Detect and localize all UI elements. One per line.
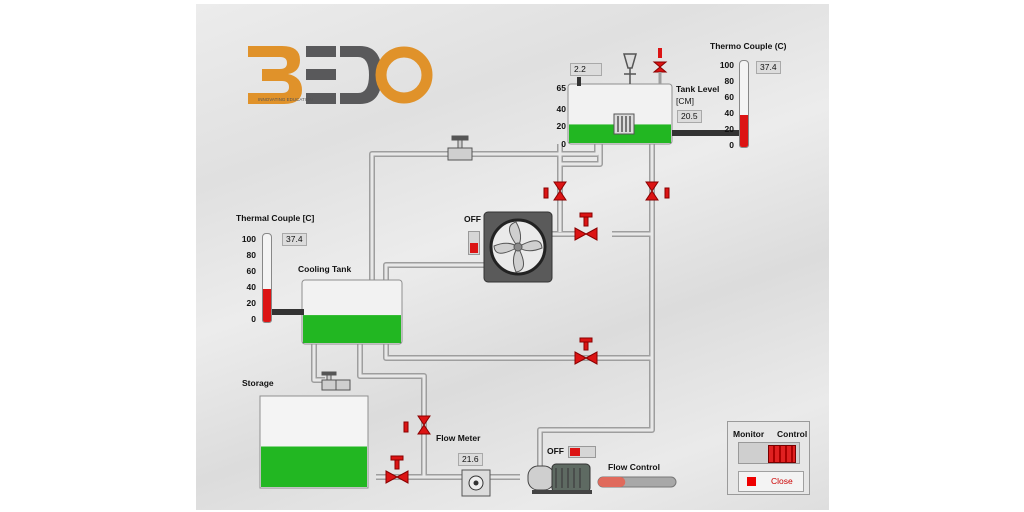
thermo-left-tick-40: 40 — [246, 282, 256, 292]
tank-tick-65: 65 — [556, 83, 566, 93]
close-button-label: Close — [771, 476, 793, 486]
logo-tagline: INNOVATING EDUCATION — [258, 97, 313, 102]
thermo-left-value: 37.4 — [282, 233, 307, 246]
vent-icon — [623, 53, 637, 84]
valve-return[interactable] — [574, 337, 598, 365]
scada-panel: INNOVATING EDUCATION — [196, 4, 829, 510]
process-diagram: INNOVATING EDUCATION — [248, 46, 744, 497]
logo-letter-b — [248, 46, 302, 104]
tank-level-unit: [CM] — [676, 96, 694, 106]
storage-label: Storage — [242, 378, 274, 388]
close-button[interactable]: Close — [738, 471, 804, 492]
tank-tick-20: 20 — [556, 121, 566, 131]
tank-level-value: 2.2 — [570, 63, 602, 76]
flow-control-fill — [598, 477, 626, 487]
valve-storage-outlet[interactable] — [385, 455, 409, 484]
thermo-left-title: Thermal Couple [C] — [236, 213, 315, 223]
flow-meter-value: 21.6 — [458, 453, 483, 466]
monitor-label: Monitor — [733, 429, 765, 439]
tank-tick-0: 0 — [561, 139, 566, 149]
thermo-left-tick-100: 100 — [241, 234, 256, 244]
thermo-right-gauge — [739, 60, 749, 148]
valve-heater-right[interactable] — [645, 181, 670, 201]
thermo-right-title: Thermo Couple (C) — [710, 41, 787, 51]
thermo-right-value: 37.4 — [756, 61, 781, 74]
thermo-left-tick-20: 20 — [246, 298, 256, 308]
pump-status-label: OFF — [547, 446, 564, 456]
thermo-right-tick-100: 100 — [719, 60, 734, 70]
control-panel-box: Monitor Control Close — [727, 421, 810, 495]
heater-tank — [567, 48, 673, 145]
tank-tick-40: 40 — [556, 104, 566, 114]
storage-tank — [259, 395, 369, 489]
flow-control-label: Flow Control — [608, 462, 660, 472]
control-valves — [385, 181, 670, 484]
cooling-tank — [301, 279, 403, 345]
thermo-right-tick-80: 80 — [724, 76, 734, 86]
thermo-right-tick-60: 60 — [724, 92, 734, 102]
heater-element-icon — [613, 113, 635, 135]
thermo-right-tick-40: 40 — [724, 108, 734, 118]
thermo-right-fill — [740, 114, 748, 147]
valve-heater-left[interactable] — [543, 181, 567, 201]
fan-switch[interactable] — [468, 231, 480, 255]
fan-icon — [493, 221, 543, 273]
valve-fan-bypass[interactable] — [574, 212, 598, 241]
mode-toggle-switch[interactable] — [738, 442, 800, 464]
inlet-valve-icon — [652, 61, 668, 73]
thermo-right-tick-20: 20 — [724, 124, 734, 134]
thermo-lead-right — [672, 130, 744, 136]
thermo-lead-left — [266, 309, 304, 315]
tank-level-marker — [577, 77, 581, 86]
storage-tank-fill — [261, 446, 367, 487]
stop-icon — [747, 477, 756, 486]
flow-meter-label: Flow Meter — [436, 433, 481, 443]
mode-toggle-knob[interactable] — [768, 445, 796, 463]
thermo-left-tick-80: 80 — [246, 250, 256, 260]
pump-motor-icon — [527, 463, 592, 494]
pump-switch[interactable] — [568, 446, 596, 458]
logo-letter-e-2 — [306, 69, 336, 80]
thermo-left-fill — [263, 289, 271, 322]
logo-letter-e-3 — [306, 93, 336, 104]
tank-level-label: Tank Level — [676, 84, 720, 94]
logo-letter-o — [375, 46, 433, 104]
control-label: Control — [777, 429, 808, 439]
cooling-fan — [483, 211, 553, 283]
thermo-left-tick-0: 0 — [251, 314, 256, 324]
flow-meter-icon — [461, 469, 491, 497]
thermo-right-tick-0: 0 — [729, 140, 734, 150]
logo-letter-e-1 — [306, 46, 336, 57]
valve-flow-meter[interactable] — [403, 415, 431, 435]
thermo-left-gauge — [262, 233, 272, 323]
thermo-left-tick-60: 60 — [246, 266, 256, 276]
flow-control-slider[interactable] — [597, 476, 677, 488]
pipe-highlights — [312, 144, 654, 479]
bedo-logo: INNOVATING EDUCATION — [248, 46, 433, 104]
fan-status-label: OFF — [464, 214, 481, 224]
cooling-tank-label: Cooling Tank — [298, 264, 352, 274]
tank-level-display: 20.5 — [677, 110, 702, 123]
manual-valve-icon — [321, 135, 473, 391]
logo-letter-d — [340, 46, 382, 104]
cooling-tank-fill — [303, 315, 401, 343]
